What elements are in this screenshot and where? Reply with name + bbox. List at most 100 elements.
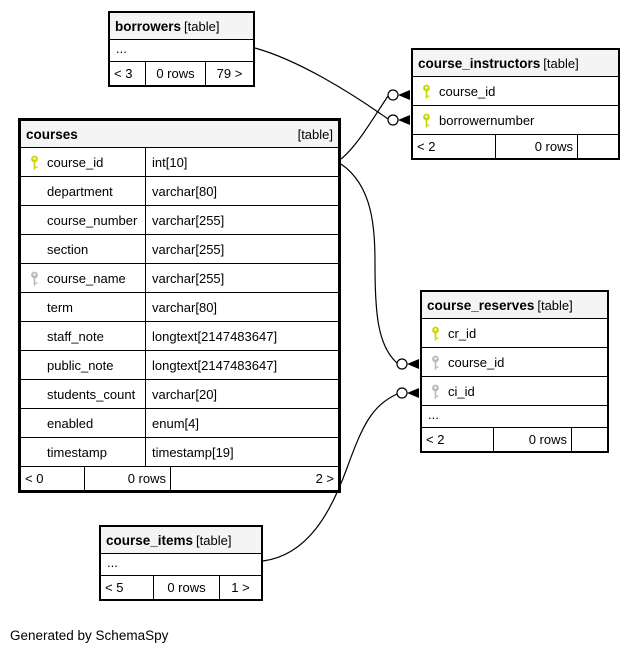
table-course-instructors: course_instructors [table] course_id bor… — [411, 48, 620, 160]
table-courses-header[interactable]: courses [table] — [21, 121, 338, 148]
column-type: timestamp[19] — [145, 438, 338, 466]
table-courses: courses [table] course_id int[10] depart… — [18, 118, 341, 493]
edge-borrowers-to-course-instructors-borrowernumber — [254, 47, 410, 126]
table-course-items: course_items [table] ... < 5 0 rows 1 > — [99, 525, 263, 601]
parents-degree: < 3 — [114, 66, 133, 81]
column-row: enabled enum[4] — [21, 409, 338, 438]
column-row: course_id — [413, 77, 618, 106]
table-course-reserves-header[interactable]: course_reserves [table] — [422, 292, 607, 319]
column-name: timestamp — [47, 444, 107, 460]
zero-many-circle-marker — [387, 89, 399, 101]
column-name: course_number — [47, 212, 138, 228]
column-row: course_name varchar[255] — [21, 264, 338, 293]
arrowhead-icon — [398, 115, 410, 125]
column-type: varchar[255] — [145, 235, 338, 263]
collapsed-columns-ellipsis: ... — [110, 40, 253, 62]
table-course-items-footer: < 5 0 rows 1 > — [101, 576, 261, 599]
children-degree — [571, 428, 607, 451]
column-type: varchar[20] — [145, 380, 338, 408]
generated-by-note: Generated by SchemaSpy — [10, 628, 169, 643]
column-name: students_count — [47, 386, 136, 402]
table-tag: [table] — [543, 55, 579, 71]
table-course-reserves: course_reserves [table] cr_id course_id … — [420, 290, 609, 453]
column-row: course_id int[10] — [21, 148, 338, 177]
table-name: borrowers — [115, 18, 182, 34]
arrowhead-icon — [407, 359, 419, 369]
column-row: borrowernumber — [413, 106, 618, 135]
primary-key-icon — [413, 84, 439, 99]
column-name: term — [47, 299, 73, 315]
table-tag: [table] — [196, 532, 232, 548]
table-name: course_instructors — [418, 55, 541, 71]
zero-many-circle-marker — [396, 387, 408, 399]
column-name: staff_note — [47, 328, 104, 344]
table-course-instructors-header[interactable]: course_instructors [table] — [413, 50, 618, 77]
parents-degree: < 5 — [105, 580, 124, 595]
row-count: 0 rows — [145, 62, 205, 85]
table-course-reserves-footer: < 2 0 rows — [422, 428, 607, 451]
table-name: courses — [26, 126, 78, 142]
column-name: enabled — [47, 415, 94, 431]
table-name: course_reserves — [427, 297, 535, 313]
column-type: longtext[2147483647] — [145, 351, 338, 379]
table-borrowers-footer: < 3 0 rows 79 > — [110, 62, 253, 85]
children-degree — [577, 135, 618, 158]
column-type: varchar[255] — [145, 206, 338, 234]
column-row: section varchar[255] — [21, 235, 338, 264]
column-row: course_number varchar[255] — [21, 206, 338, 235]
primary-key-icon — [21, 155, 47, 170]
row-count: 0 rows — [495, 135, 577, 158]
index-key-icon — [21, 271, 47, 286]
children-degree: 2 > — [170, 467, 338, 490]
children-degree: 1 > — [219, 576, 261, 599]
table-borrowers: borrowers [table] ... < 3 0 rows 79 > — [108, 11, 255, 87]
column-name: department — [47, 183, 113, 199]
column-row: public_note longtext[2147483647] — [21, 351, 338, 380]
arrowhead-icon — [407, 388, 419, 398]
collapsed-columns-ellipsis: ... — [422, 406, 607, 428]
row-count: 0 rows — [493, 428, 571, 451]
column-type: enum[4] — [145, 409, 338, 437]
column-row: ci_id — [422, 377, 607, 406]
column-name: course_id — [439, 83, 496, 99]
table-courses-footer: < 0 0 rows 2 > — [21, 467, 338, 490]
parents-degree: < 0 — [25, 471, 44, 486]
table-tag: [table] — [184, 18, 220, 34]
edge-courses-to-course-instructors-course-id — [340, 89, 410, 160]
zero-many-circle-marker — [396, 358, 408, 370]
column-row: timestamp timestamp[19] — [21, 438, 338, 467]
column-row: course_id — [422, 348, 607, 377]
column-name: course_name — [47, 270, 126, 286]
column-row: department varchar[80] — [21, 177, 338, 206]
column-name: course_id — [448, 354, 505, 370]
primary-key-icon — [413, 113, 439, 128]
arrowhead-icon — [398, 90, 410, 100]
index-key-icon — [422, 384, 448, 399]
column-row: cr_id — [422, 319, 607, 348]
table-course-instructors-footer: < 2 0 rows — [413, 135, 618, 158]
table-borrowers-header[interactable]: borrowers [table] — [110, 13, 253, 40]
zero-many-circle-marker — [387, 114, 399, 126]
column-row: staff_note longtext[2147483647] — [21, 322, 338, 351]
index-key-icon — [422, 355, 448, 370]
table-name: course_items — [106, 532, 194, 548]
column-name: ci_id — [448, 383, 475, 399]
collapsed-columns-ellipsis: ... — [101, 554, 261, 576]
column-type: varchar[80] — [145, 177, 338, 205]
parents-degree: < 2 — [417, 139, 436, 154]
table-tag: [table] — [297, 126, 333, 142]
column-type: varchar[80] — [145, 293, 338, 321]
parents-degree: < 2 — [426, 432, 445, 447]
column-name: borrowernumber — [439, 112, 535, 128]
column-row: term varchar[80] — [21, 293, 338, 322]
column-name: cr_id — [448, 325, 477, 341]
column-name: public_note — [47, 357, 114, 373]
table-course-items-header[interactable]: course_items [table] — [101, 527, 261, 554]
column-name: section — [47, 241, 89, 257]
table-tag: [table] — [537, 297, 573, 313]
column-type: int[10] — [145, 148, 338, 176]
column-type: varchar[255] — [145, 264, 338, 292]
primary-key-icon — [422, 326, 448, 341]
column-name: course_id — [47, 154, 104, 170]
